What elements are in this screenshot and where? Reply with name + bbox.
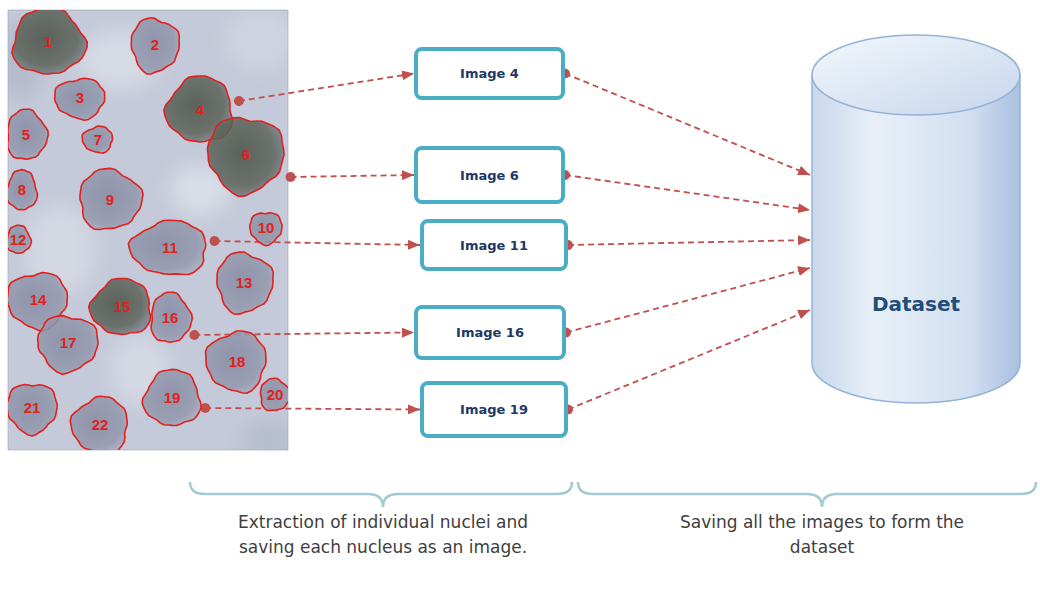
caption-text: Extraction of individual nuclei and savi… [213, 510, 553, 560]
cylinder-shape [810, 33, 1022, 405]
image-label: Image 6 [460, 168, 519, 183]
micrograph-ground [8, 10, 288, 450]
nucleus-outline-path [131, 18, 179, 74]
nucleus-outline: 17 [32, 310, 103, 377]
nucleus-outline: 1 [8, 10, 90, 81]
nucleus-outline-path [82, 127, 112, 154]
nucleus-outline: 6 [201, 110, 288, 199]
nucleus-outline: 16 [146, 288, 195, 348]
image-box: Image 16 [414, 305, 566, 360]
nucleus-number: 5 [22, 127, 30, 143]
nucleus-outline-path [70, 396, 127, 450]
dashed-arrow [566, 268, 810, 333]
dashed-arrow [205, 408, 420, 410]
dataset-cylinder: Dataset [810, 33, 1022, 405]
nucleus-outline-path [8, 169, 38, 209]
nucleus-outline: 21 [8, 378, 62, 438]
nucleus-number: 11 [162, 240, 178, 256]
micrograph-frame [8, 10, 288, 450]
nucleus-number: 6 [242, 147, 250, 163]
nucleus-number: 16 [162, 310, 179, 326]
dashed-arrow [568, 310, 810, 410]
nucleus-outline-path [129, 220, 206, 274]
image-box: Image 6 [414, 146, 565, 204]
nucleus-number: 22 [92, 417, 109, 433]
dashed-arrow [565, 74, 810, 176]
nucleus-number: 2 [151, 37, 159, 53]
dataset-label: Dataset [810, 292, 1022, 316]
nucleus-number: 4 [196, 102, 204, 118]
nucleus-outline: 7 [79, 123, 117, 156]
nucleus-number: 3 [76, 90, 84, 106]
nucleus-outline: 3 [50, 74, 110, 123]
nucleus-outline: 12 [8, 222, 33, 257]
nucleus-outline: 5 [8, 105, 50, 165]
image-box: Image 11 [420, 219, 568, 271]
nucleus-number: 10 [258, 220, 275, 236]
nucleus-number: 18 [229, 354, 246, 370]
nucleus-outline-path [142, 369, 201, 425]
curly-brace [190, 482, 572, 507]
nucleus-number: 21 [24, 400, 41, 416]
nucleus-outline-path [12, 10, 87, 74]
nucleus-outline: 20 [256, 375, 288, 415]
cylinder-top [812, 35, 1020, 115]
nucleus-outline: 2 [126, 13, 184, 77]
nucleus-number: 17 [60, 335, 77, 351]
nucleus-number: 19 [164, 390, 181, 406]
dashed-arrow [239, 74, 414, 102]
image-label: Image 19 [460, 402, 528, 417]
nucleus-outline-path [250, 213, 282, 246]
nucleus-outline: 22 [67, 392, 134, 450]
image-label: Image 16 [456, 325, 524, 340]
nucleus-number: 20 [267, 387, 284, 403]
image-box: Image 19 [420, 381, 568, 438]
nucleus-outline-path [8, 384, 57, 436]
nucleus-outline-path [216, 252, 272, 314]
nucleus-number: 12 [10, 232, 27, 248]
nucleus-number: 13 [236, 275, 253, 291]
nucleus-outline: 9 [73, 164, 146, 235]
curly-brace [578, 482, 1036, 507]
dashed-arrow [291, 175, 414, 177]
nucleus-number: 1 [44, 34, 52, 50]
nucleus-outline: 11 [125, 216, 214, 280]
nucleus-outline-path [89, 278, 151, 334]
dashed-arrow [194, 333, 414, 336]
micrograph-texture [8, 10, 288, 450]
nucleus-outline: 13 [211, 247, 278, 318]
nucleus-outline-path [261, 378, 288, 410]
image-box: Image 4 [414, 47, 565, 100]
nucleus-number: 9 [106, 192, 114, 208]
nucleus-outline-path [8, 225, 31, 253]
micrograph-window: 12345678910111213141516171819202122 [8, 10, 288, 450]
nucleus-outline-path [8, 109, 48, 159]
nucleus-outline-path [208, 118, 285, 197]
nucleus-outline: 19 [139, 365, 206, 432]
caption-text: Saving all the images to form the datase… [652, 510, 992, 560]
image-label: Image 11 [460, 238, 528, 253]
dashed-arrow [568, 240, 810, 245]
nucleus-number: 8 [18, 182, 26, 198]
nucleus-outline-path [151, 292, 192, 342]
nucleus-outline-path [38, 315, 98, 374]
dashed-arrow [565, 175, 810, 210]
nucleus-number: 15 [114, 299, 131, 315]
nucleus-outline-path [206, 331, 267, 393]
nucleus-outline: 10 [246, 208, 286, 248]
nucleus-number: 14 [30, 292, 47, 308]
image-label: Image 4 [460, 66, 519, 81]
nucleus-number: 7 [94, 132, 102, 148]
nucleus-outline-path [80, 169, 143, 230]
micrograph [0, 10, 300, 460]
cylinder-body [812, 75, 1020, 403]
nucleus-outline-path [55, 78, 105, 120]
dashed-arrow [215, 241, 420, 245]
nucleus-outline: 8 [8, 166, 41, 215]
